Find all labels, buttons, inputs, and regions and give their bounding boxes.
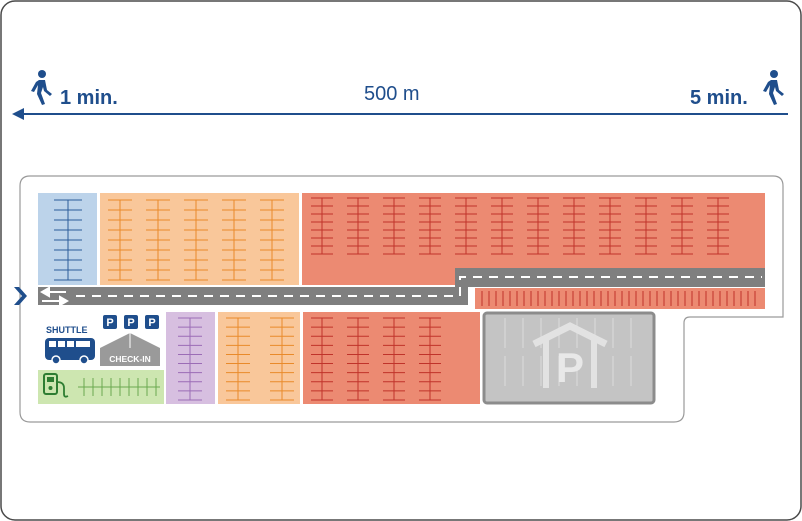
parking-garage-icon[interactable]: P	[482, 311, 656, 405]
shuttle-label: SHUTTLE	[46, 325, 88, 335]
parking-badges: P P P	[103, 315, 159, 329]
access-road	[38, 268, 765, 305]
two-way-arrows-icon	[39, 286, 70, 307]
zone-orange-top[interactable]	[100, 193, 299, 285]
zone-orange-bottom[interactable]	[218, 312, 300, 404]
parking-badge	[103, 315, 117, 329]
walking-person-icon	[31, 70, 52, 105]
parking-badge	[145, 315, 159, 329]
ev-charging-icon	[43, 373, 69, 398]
zone-red-strip[interactable]	[475, 288, 765, 309]
walking-person-icon	[763, 70, 784, 105]
garage-letter: P	[556, 344, 584, 391]
checkin-label: CHECK-IN	[109, 354, 151, 364]
bus-icon[interactable]	[45, 338, 95, 365]
parking-badge-text: P	[127, 317, 134, 329]
walk-time-near: 1 min.	[60, 87, 118, 109]
road-center-line	[76, 276, 762, 297]
walk-time-far: 5 min.	[690, 87, 748, 109]
distance-label: 500 m	[364, 83, 420, 105]
zone-red-bottom[interactable]	[303, 312, 480, 404]
arrow-left-icon	[12, 108, 788, 120]
chevron-right-icon[interactable]	[14, 287, 27, 305]
parking-badge-text: P	[148, 317, 155, 329]
parking-badge	[124, 315, 138, 329]
parking-stall-lines	[54, 197, 756, 401]
parking-badge-text: P	[106, 317, 113, 329]
checkin-booth[interactable]: CHECK-IN	[100, 333, 160, 366]
